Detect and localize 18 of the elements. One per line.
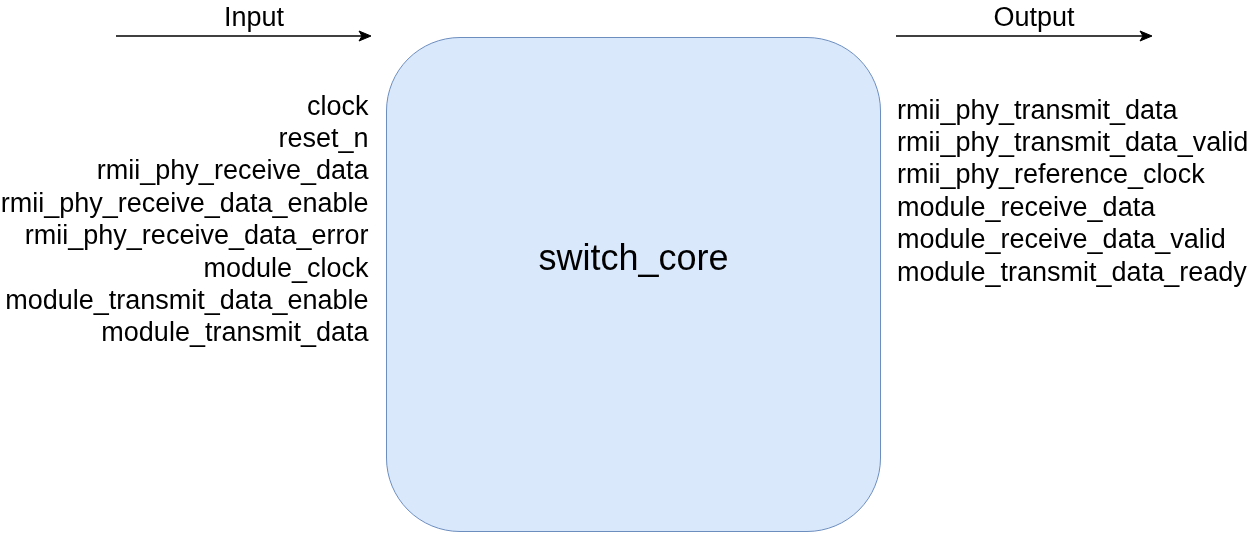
module-block <box>386 37 881 532</box>
signal-name: rmii_phy_transmit_data <box>897 93 1178 126</box>
signal-name: clock <box>307 89 369 122</box>
signal-name: rmii_phy_receive_data_enable <box>0 186 369 219</box>
signal-name: rmii_phy_transmit_data_valid <box>897 126 1249 158</box>
signal-name: module_transmit_data_enable <box>5 284 369 316</box>
signal-name: module_receive_data <box>897 190 1156 223</box>
signal-name: rmii_phy_receive_data <box>96 154 369 187</box>
signal-name: module_clock <box>203 251 369 284</box>
signal-name: module_transmit_data_ready <box>897 255 1247 288</box>
direction-label: Input <box>223 0 285 33</box>
block-label: switch_core <box>538 237 729 278</box>
signal-name: rmii_phy_receive_data_error <box>24 219 369 252</box>
signal-name: rmii_phy_reference_clock <box>897 158 1205 191</box>
signal-name: module_receive_data_valid <box>897 223 1226 256</box>
signal-name: module_transmit_data <box>101 316 369 349</box>
signal-name: reset_n <box>278 122 369 154</box>
direction-label: Output <box>993 0 1075 33</box>
